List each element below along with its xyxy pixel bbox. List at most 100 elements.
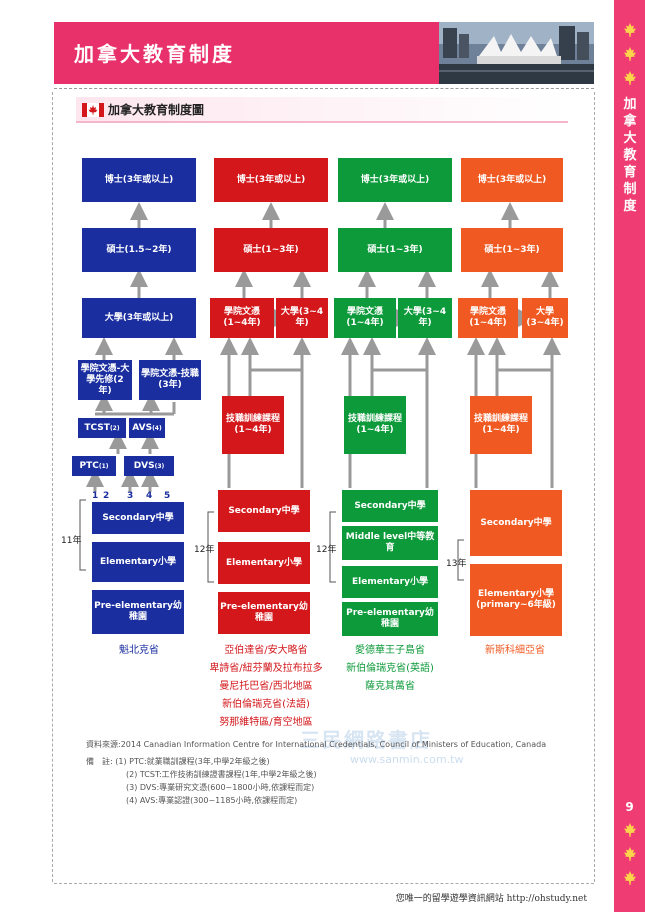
red-secondary-box: Secondary中學 [218,490,310,532]
orange-region-list: 新斯科細亞省 [460,642,570,660]
blue-tcst-label: TCST [84,422,110,433]
green-master-box: 碩士(1~3年) [338,228,452,272]
blue-secondary-box: Secondary中學 [92,502,184,534]
blue-ptc-label: PTC [79,460,99,471]
red-university-box: 大學(3~4年) [276,298,328,338]
blue-pre-elementary-box: Pre-elementary幼稚園 [92,590,184,634]
blue-elementary-box: Elementary小學 [92,542,184,582]
header-divider [54,88,594,89]
red-elementary-box: Elementary小學 [218,542,310,584]
watermark-text: 三民網路書店 [300,728,432,752]
orange-secondary-box: Secondary中學 [470,490,562,556]
blue-college-prep-box: 學院文憑-大學先修(2年) [78,360,132,400]
region-name: 亞伯達省/安大略省 [224,645,308,656]
green-phd-box: 博士(3年或以上) [338,158,452,202]
blue-years-label: 11年 [61,536,82,546]
red-college-label: 學院文憑(1~4年) [223,307,261,328]
notes-source: 資料來源:2014 Canadian Information Centre fo… [86,740,547,749]
margin-line [594,92,595,882]
blue-master-box: 碩士(1.5~2年) [82,228,196,272]
blue-dvs-note: (3) [154,462,165,470]
sidebar: 加拿大教育制度 9 [614,0,645,912]
orange-college-label: 學院文憑(1~4年) [469,307,507,328]
region-name: 曼尼托巴省/西北地區 [219,681,313,692]
sidebar-title: 加拿大教育制度 [623,97,637,214]
note-item: (2) TCST:工作技術訓練證書課程(1年,中學2年級之後) [126,770,317,779]
orange-master-box: 碩士(1~3年) [461,228,563,272]
green-secondary-box: Secondary中學 [342,490,438,522]
red-secondary-label: Secondary中學 [228,505,300,516]
page-number: 9 [625,800,634,814]
maple-leaf-icon [624,23,636,37]
region-name: 卑詩省/紐芬蘭及拉布拉多 [209,663,323,674]
orange-vocational-label: 技職訓練課程(1~4年) [473,414,528,435]
blue-tcst-note: (2) [109,424,120,432]
green-college-box: 學院文憑(1~4年) [334,298,396,338]
green-pre-elementary-box: Pre-elementary幼稚園 [342,602,438,636]
page-title: 加拿大教育制度 [74,42,235,66]
blue-phd-label: 博士(3年或以上) [104,174,174,185]
orange-university-label: 大學(3~4年) [526,307,564,328]
notes-label: 備 註: [86,757,113,766]
red-elementary-label: Elementary小學 [226,557,302,568]
blue-path-number: 3 [127,491,134,501]
region-name: 新斯科細亞省 [485,645,545,656]
red-university-label: 大學(3~4年) [280,307,324,328]
orange-phd-label: 博士(3年或以上) [477,174,547,185]
blue-bachelor-box: 大學(3年或以上) [82,298,196,338]
blue-pre-elementary-label: Pre-elementary幼稚園 [94,601,182,622]
green-secondary-label: Secondary中學 [354,500,426,511]
maple-leaf-icon [624,823,636,837]
red-college-box: 學院文憑(1~4年) [210,298,274,338]
maple-leaf-icon [624,871,636,885]
footer-text: 您唯一的留學遊學資訊網站 http://ohstudy.net [395,894,587,904]
green-middle-box: Middle level中等教育 [342,526,438,560]
red-master-box: 碩士(1~3年) [214,228,328,272]
blue-secondary-label: Secondary中學 [102,512,174,523]
canada-flag-icon [82,103,104,117]
blue-avs-note: (4) [152,424,162,432]
orange-secondary-label: Secondary中學 [480,517,552,528]
region-name: 魁北克省 [119,645,159,656]
blue-tcst-box: TCST(2) [78,418,126,438]
blue-college-prep-label: 學院文憑-大學先修(2年) [80,363,130,396]
region-name: 努那維特區/育空地區 [219,717,313,728]
red-years-label: 12年 [194,545,215,555]
blue-bachelor-label: 大學(3年或以上) [104,312,174,323]
blue-avs-box: AVS(4) [129,418,165,438]
blue-path-number: 1 [92,491,99,501]
blue-ptc-box: PTC(1) [72,456,116,476]
blue-college-tech-box: 學院文憑-技職(3年) [139,360,201,400]
harbor-photo-image [439,22,594,84]
section-heading: 加拿大教育制度圖 [76,97,568,123]
note-item: (3) DVS:專業研究文憑(600~1800小時,依課程而定) [126,783,315,792]
region-name: 新伯倫瑞克省(法語) [222,699,310,710]
red-pre-elementary-box: Pre-elementary幼稚園 [218,592,310,634]
red-phd-label: 博士(3年或以上) [236,174,306,185]
blue-avs-label: AVS [132,422,153,433]
green-vocational-box: 技職訓練課程(1~4年) [344,396,406,454]
green-phd-label: 博士(3年或以上) [360,174,430,185]
green-vocational-label: 技職訓練課程(1~4年) [347,414,402,435]
maple-leaf-icon [624,71,636,85]
blue-path-number: 5 [164,491,171,501]
green-pre-elementary-label: Pre-elementary幼稚園 [346,608,434,629]
orange-college-box: 學院文憑(1~4年) [458,298,518,338]
red-vocational-label: 技職訓練課程(1~4年) [225,414,280,435]
region-name: 愛德華王子島省 [355,645,425,656]
orange-vocational-box: 技職訓練課程(1~4年) [470,396,532,454]
green-college-label: 學院文憑(1~4年) [346,307,384,328]
blue-phd-box: 博士(3年或以上) [82,158,196,202]
blue-path-number: 2 [103,491,110,501]
blue-dvs-box: DVS(3) [124,456,174,476]
section-title: 加拿大教育制度圖 [108,103,205,117]
maple-leaf-icon [624,847,636,861]
maple-leaf-icon [624,47,636,61]
header-band: 加拿大教育制度 [54,22,594,84]
region-name: 新伯倫瑞克省(英語) [346,663,434,674]
green-elementary-label: Elementary小學 [352,576,428,587]
green-region-list: 愛德華王子島省 新伯倫瑞克省(英語) 薩克其萬省 [330,642,450,696]
blue-ptc-note: (1) [98,462,109,470]
footer-divider [54,883,594,884]
